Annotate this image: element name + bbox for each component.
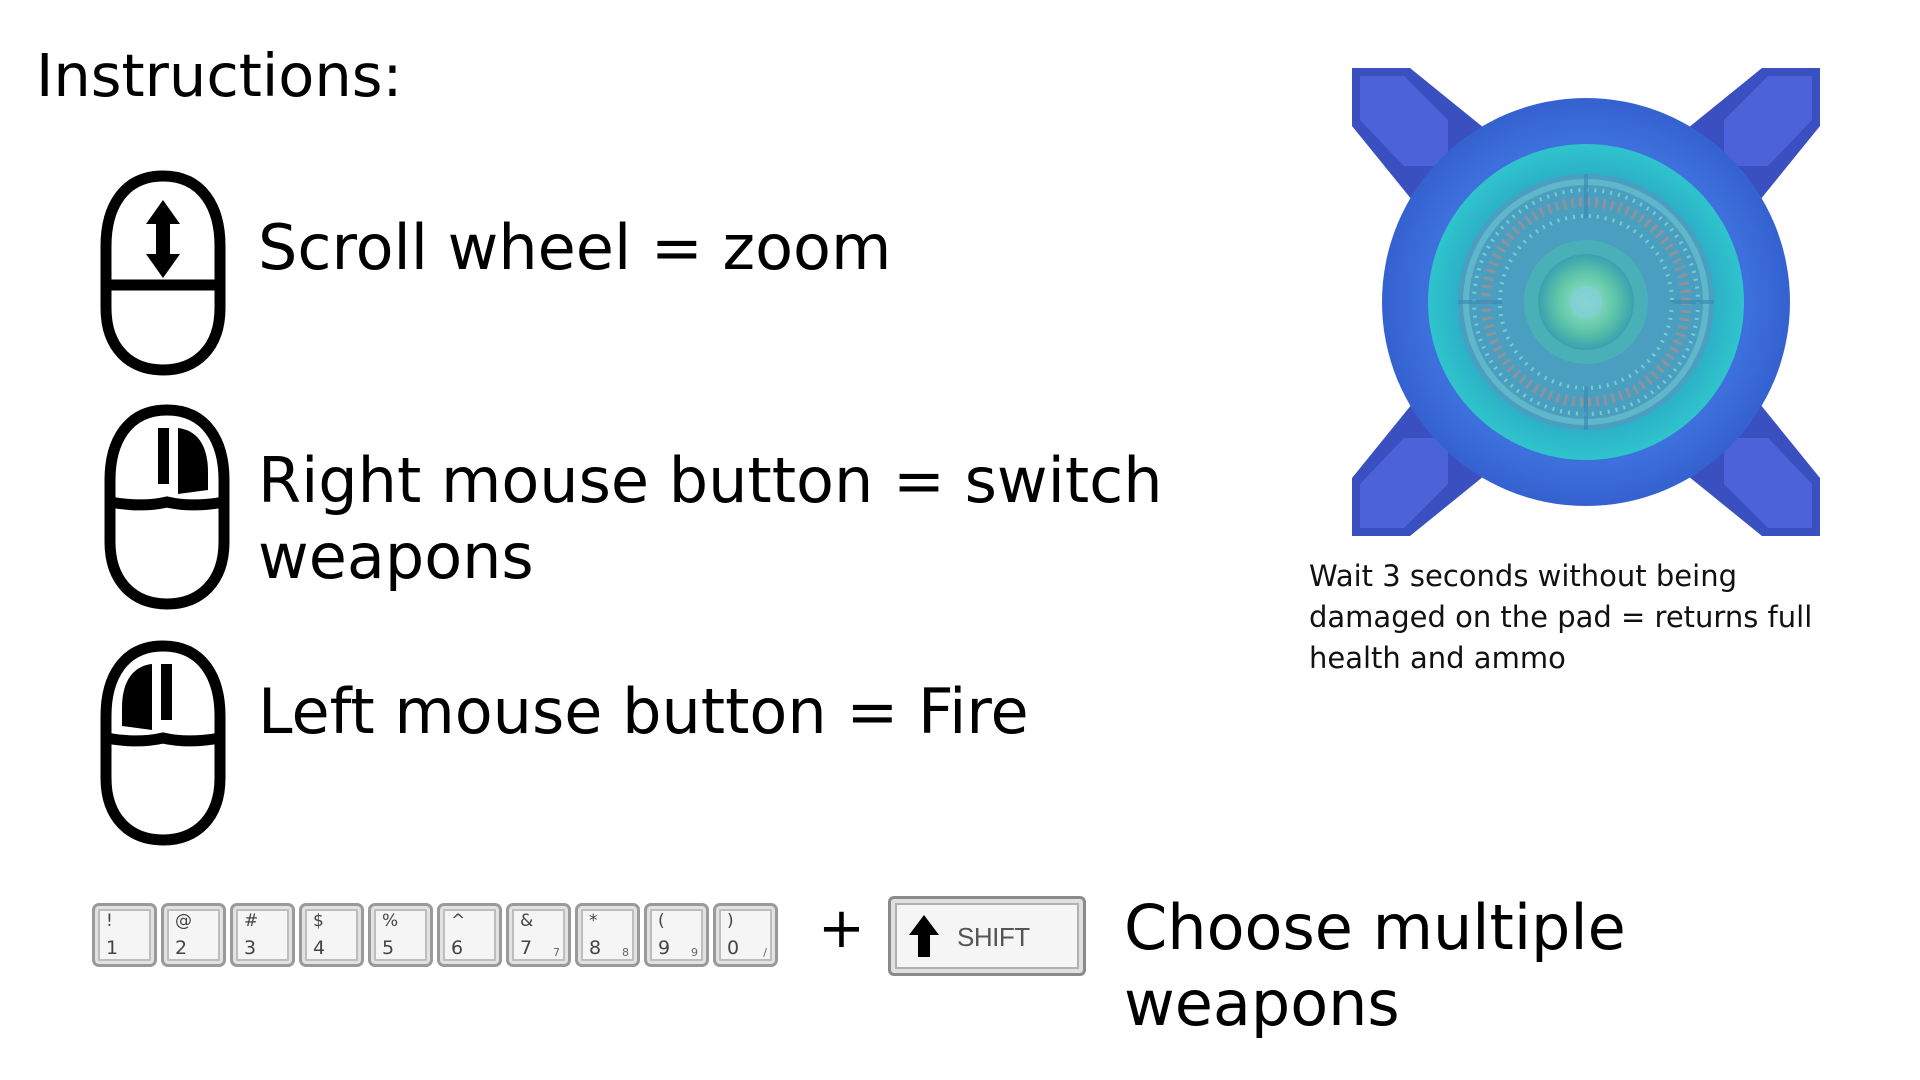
key-0: ) 0 / [713,903,778,967]
scroll-wheel-instruction: Scroll wheel = zoom [258,211,892,284]
pad-caption-line1: Wait 3 seconds without being [1309,559,1737,593]
key-3: # 3 [230,903,295,967]
mouse-left-button-icon [88,638,238,848]
right-button-instruction-line1: Right mouse button = switch [258,444,1163,517]
left-button-instruction: Left mouse button = Fire [258,675,1029,748]
right-button-instruction-line2: weapons [258,520,534,593]
plus-sign: + [818,896,865,961]
key-5: % 5 [368,903,433,967]
pad-caption-line2: damaged on the pad = returns full [1309,600,1813,634]
key-9: ( 9 9 [644,903,709,967]
mouse-scroll-wheel-icon [88,168,238,378]
shift-arrow-icon [907,913,941,959]
shift-key-label: SHIFT [957,922,1030,952]
key-8: * 8 8 [575,903,640,967]
shift-key: SHIFT [888,896,1086,976]
multiple-weapons-instruction: Choose multiple weapons [1124,890,1626,1042]
multiple-weapons-line2: weapons [1124,967,1400,1040]
key-2: @ 2 [161,903,226,967]
key-4: $ 4 [299,903,364,967]
pad-caption-line3: health and ammo [1309,641,1566,675]
key-6: ^ 6 [437,903,502,967]
page-title: Instructions: [36,41,403,110]
key-1: ! 1 [92,903,157,967]
mouse-right-button-icon [92,402,242,612]
key-7: & 7 7 [506,903,571,967]
multiple-weapons-line1: Choose multiple [1124,891,1626,964]
health-pad-caption: Wait 3 seconds without being damaged on … [1309,556,1829,679]
health-pad-image [1352,68,1820,536]
number-keys-row: ! 1 @ 2 # 3 $ 4 % 5 ^ 6 & 7 7 * 8 8 ( 9 … [92,903,778,967]
